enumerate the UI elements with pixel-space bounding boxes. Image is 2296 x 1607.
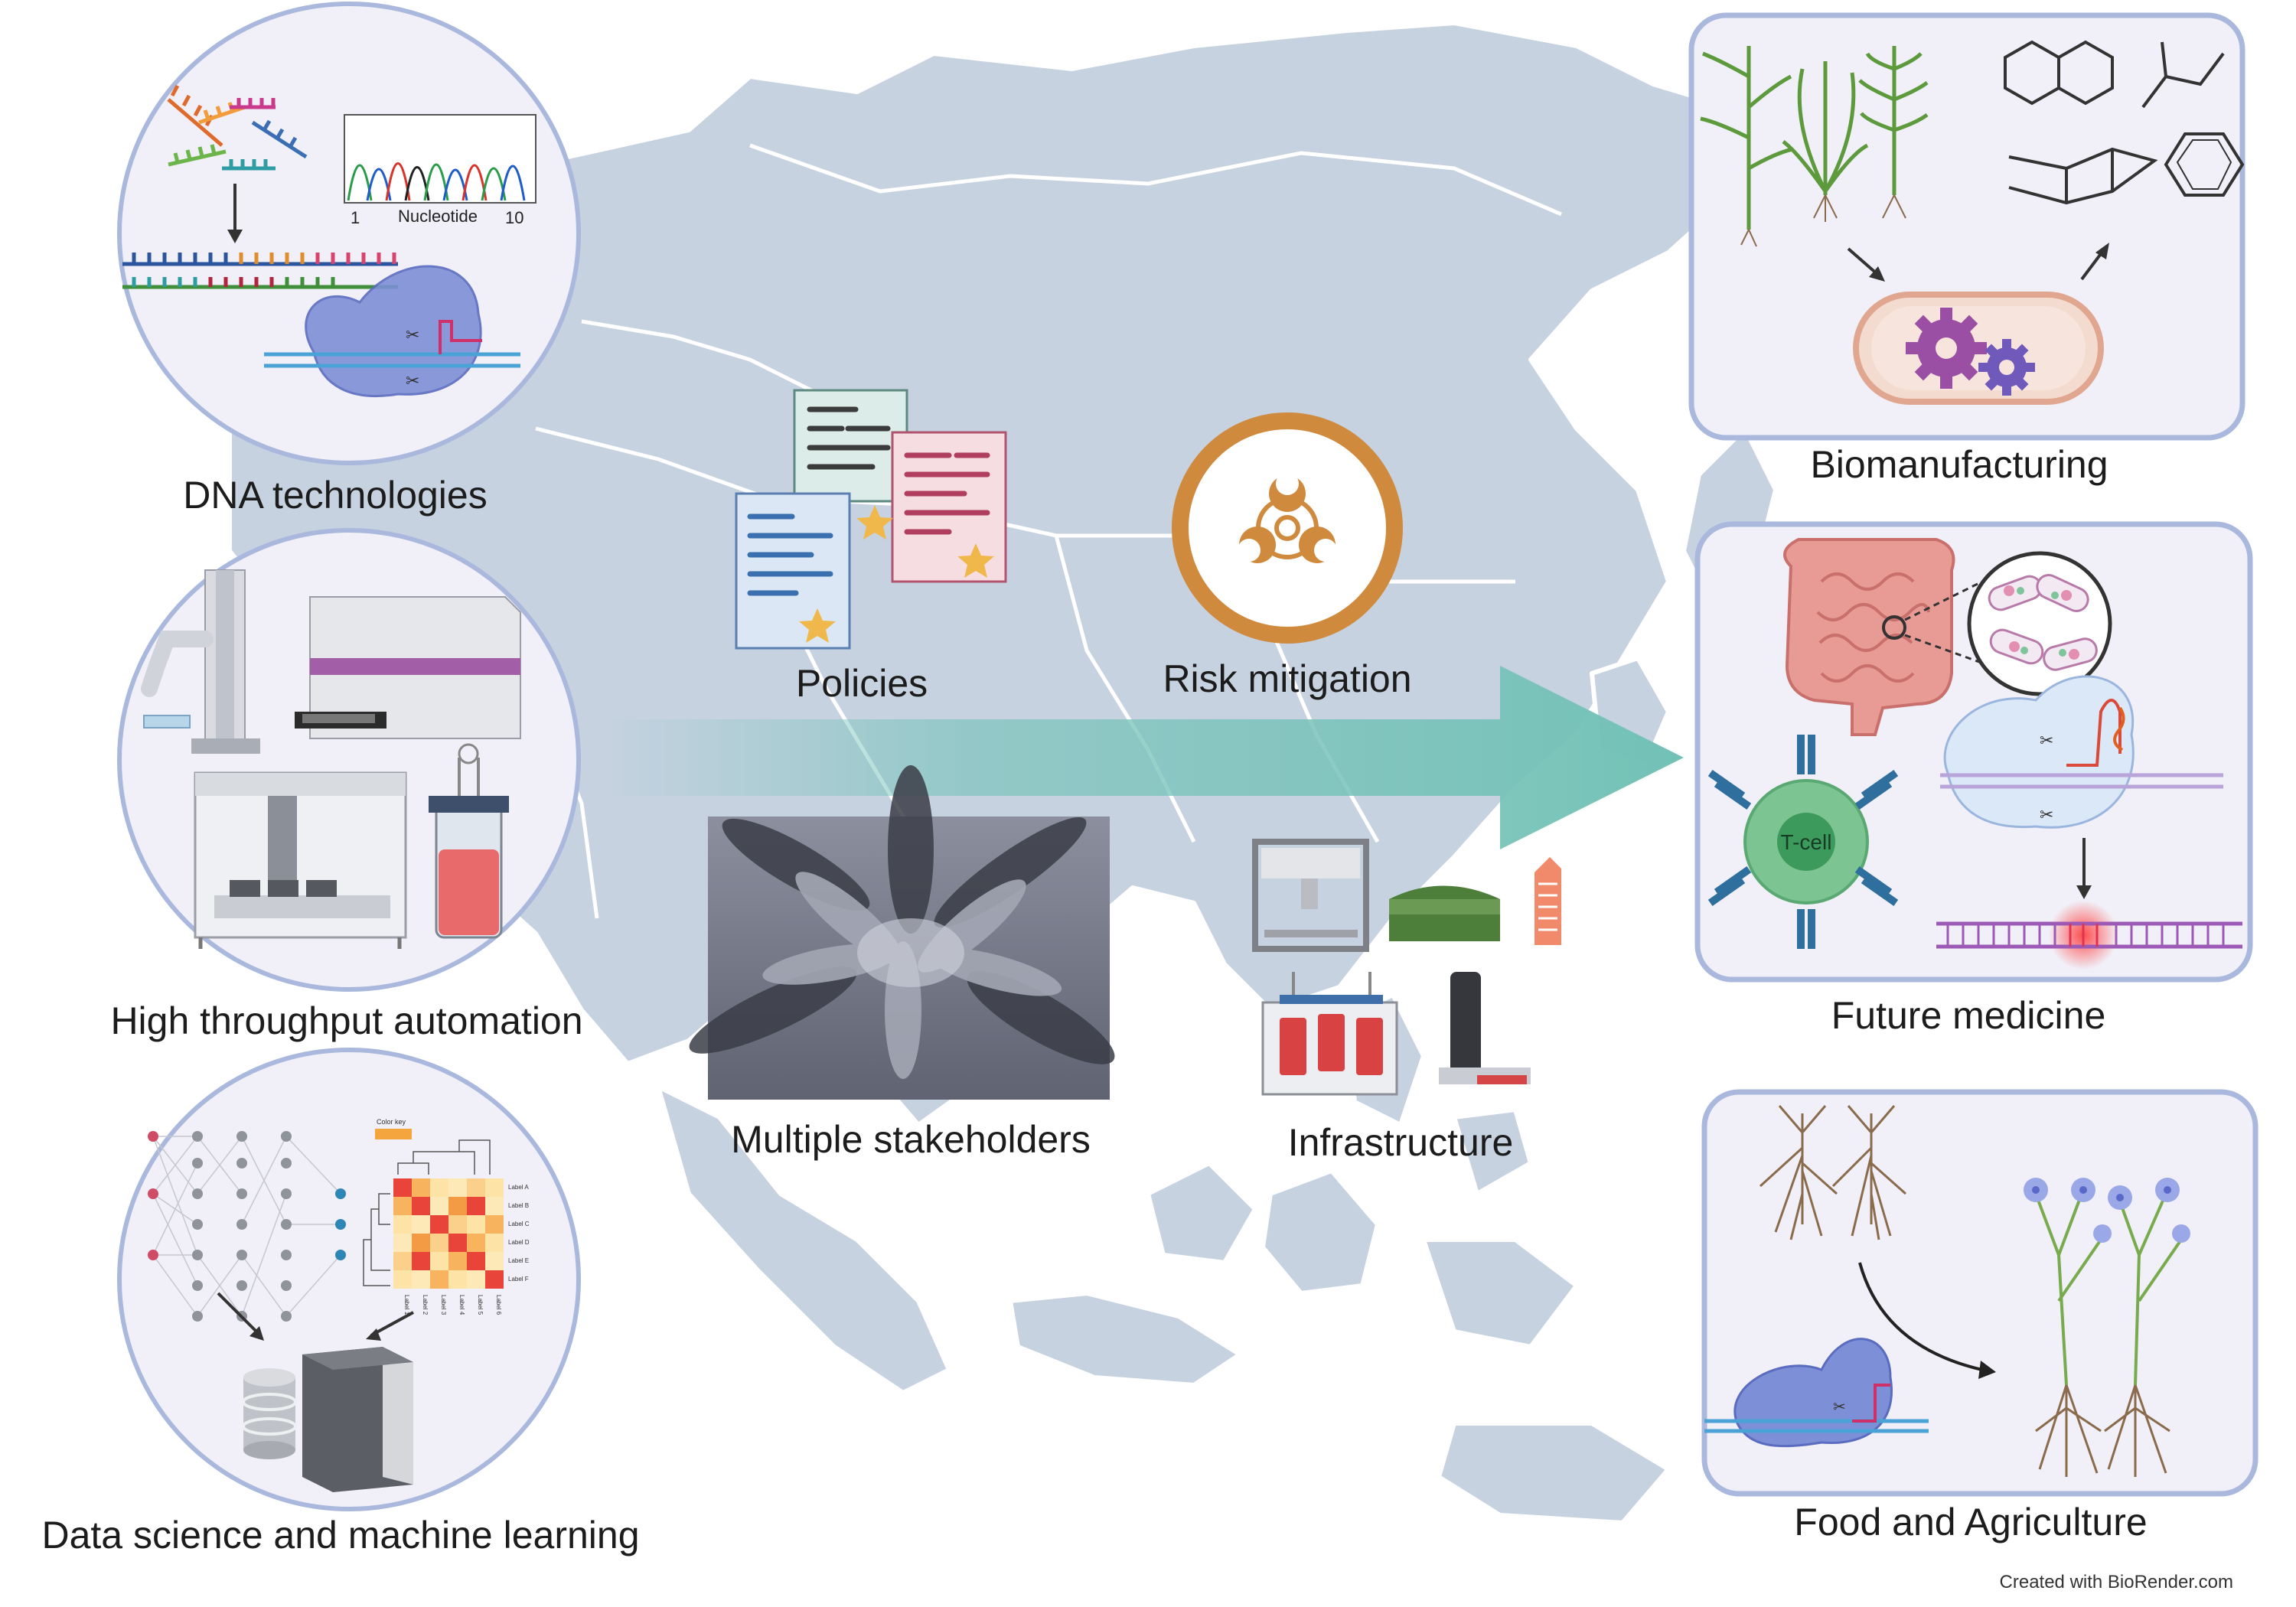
svg-text:✂: ✂ — [406, 371, 419, 390]
label-food-agriculture: Food and Agriculture — [1794, 1501, 2148, 1543]
molecule-icon — [2004, 40, 2245, 205]
label-infrastructure: Infrastructure — [1287, 1121, 1514, 1164]
heatmap-row-label: Label C — [508, 1221, 530, 1227]
parallel-bioreactor-icon — [1261, 972, 1398, 1096]
svg-text:✂: ✂ — [406, 325, 419, 344]
label-stakeholders: Multiple stakeholders — [731, 1118, 1091, 1161]
t-cell-icon: T-cell — [1707, 735, 1899, 949]
assembled-dna-icon — [122, 253, 398, 289]
heatmap-col-label: Label 3 — [440, 1295, 447, 1315]
infrastructure-icons — [1252, 839, 1561, 1096]
biomanufacturing-panel — [1688, 12, 2245, 441]
heatmap-icon: Color key Label A Label B Label C Label … — [363, 1118, 530, 1315]
heatmap-cells — [393, 1178, 504, 1289]
crispr-cas9-icon: ✂ — [1704, 1338, 1929, 1448]
label-future-medicine: Future medicine — [1831, 994, 2106, 1037]
label-data-science: Data science and machine learning — [41, 1514, 640, 1556]
flower-icon — [2024, 1178, 2190, 1477]
svg-text:✂: ✂ — [1833, 1399, 1846, 1416]
chromatogram-axis-label: Nucleotide — [398, 207, 478, 226]
plate-reader-icon — [295, 596, 521, 739]
progress-arrow — [597, 666, 1684, 849]
label-automation: High throughput automation — [110, 999, 583, 1042]
database-icon — [242, 1368, 297, 1459]
heatmap-row-label: Label B — [508, 1202, 529, 1209]
label-dna-technologies: DNA technologies — [183, 474, 488, 517]
heatmap-row-label: Label E — [508, 1257, 529, 1264]
plant-icon — [1700, 46, 1929, 230]
heatmap-row-label: Label A — [508, 1184, 529, 1191]
sequencer-icon — [1439, 972, 1531, 1084]
agriculture-panel: ✂ — [1701, 1089, 2258, 1497]
t-cell-label: T-cell — [1781, 830, 1832, 854]
heatmap-row-label: Label D — [508, 1239, 530, 1246]
label-policies: Policies — [795, 662, 928, 705]
heatmap-col-label: Label 4 — [458, 1295, 465, 1315]
gear-icon — [1906, 308, 1987, 389]
future-medicine-panel: ✂ ✂ T-cell — [1694, 521, 2253, 983]
dna-technologies-panel: 1 Nucleotide 10 ✂ ✂ — [117, 2, 581, 465]
automation-panel — [117, 528, 581, 992]
hands-photo — [689, 765, 1115, 1100]
neural-network-icon — [148, 1131, 346, 1322]
edited-dna-icon — [1936, 901, 2242, 970]
heatmap-row-label: Label F — [508, 1276, 529, 1283]
microbiome-inset — [1967, 551, 2112, 696]
chromatogram-end: 10 — [505, 208, 523, 227]
label-biomanufacturing: Biomanufacturing — [1810, 443, 2108, 486]
liquid-handler-icon — [194, 771, 407, 949]
3d-printer-icon — [1252, 839, 1369, 952]
biohazard-icon — [1172, 412, 1403, 644]
gear-icon — [1978, 339, 2035, 396]
heatmap-col-label: Label 5 — [477, 1295, 484, 1315]
data-science-panel: Color key Label A Label B Label C Label … — [117, 1048, 581, 1511]
biorender-credit: Created with BioRender.com — [1999, 1572, 2233, 1592]
building-icon — [1534, 857, 1561, 945]
heatmap-col-label: Label 6 — [495, 1295, 502, 1315]
svg-text:✂: ✂ — [2040, 731, 2053, 750]
server-icon — [302, 1347, 413, 1492]
chromatogram-start: 1 — [351, 208, 360, 227]
crispr-cas9-icon: ✂ ✂ — [264, 265, 520, 398]
label-risk-mitigation: Risk mitigation — [1163, 657, 1412, 700]
crispr-cas9-icon: ✂ ✂ — [1940, 675, 2223, 829]
svg-text:✂: ✂ — [2040, 805, 2053, 824]
heatmap-col-label: Label 2 — [422, 1295, 429, 1315]
roots-icon — [1759, 1105, 1906, 1240]
dna-strands-icon — [167, 84, 308, 171]
bioreactor-icon — [429, 743, 509, 939]
heatmap-col-label: Label 1 — [403, 1295, 410, 1315]
tank-icon — [1389, 885, 1500, 941]
policy-document-icon — [735, 389, 1007, 650]
robot-arm-icon — [141, 569, 260, 754]
heatmap-color-key: Color key — [377, 1118, 406, 1126]
chromatogram-icon: 1 Nucleotide 10 — [344, 114, 536, 227]
intestine-icon — [1783, 538, 1991, 736]
